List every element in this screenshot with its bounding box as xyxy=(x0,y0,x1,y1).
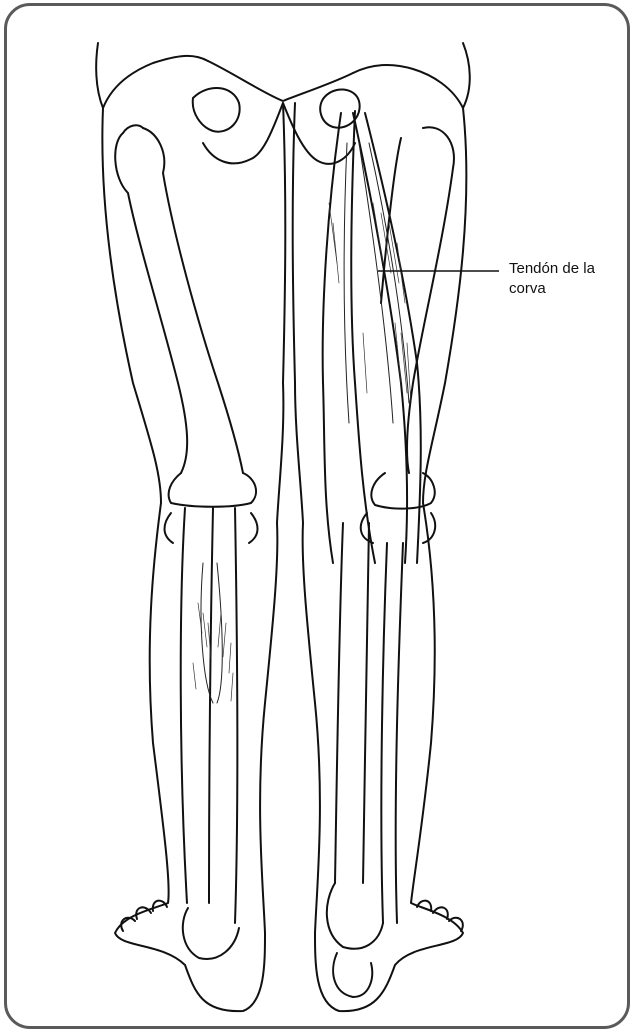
hamstring-label: Tendón de la corva xyxy=(509,259,619,299)
left-femur xyxy=(115,125,256,506)
left-leg-outline xyxy=(102,103,285,1011)
right-foot xyxy=(417,901,463,931)
legs-illustration xyxy=(7,6,630,1029)
left-lower-leg xyxy=(165,508,258,959)
right-lower-leg xyxy=(327,513,435,997)
left-calf-hatching xyxy=(193,603,233,701)
right-femur xyxy=(371,127,454,508)
figure-frame: Tendón de la corva xyxy=(4,3,630,1029)
